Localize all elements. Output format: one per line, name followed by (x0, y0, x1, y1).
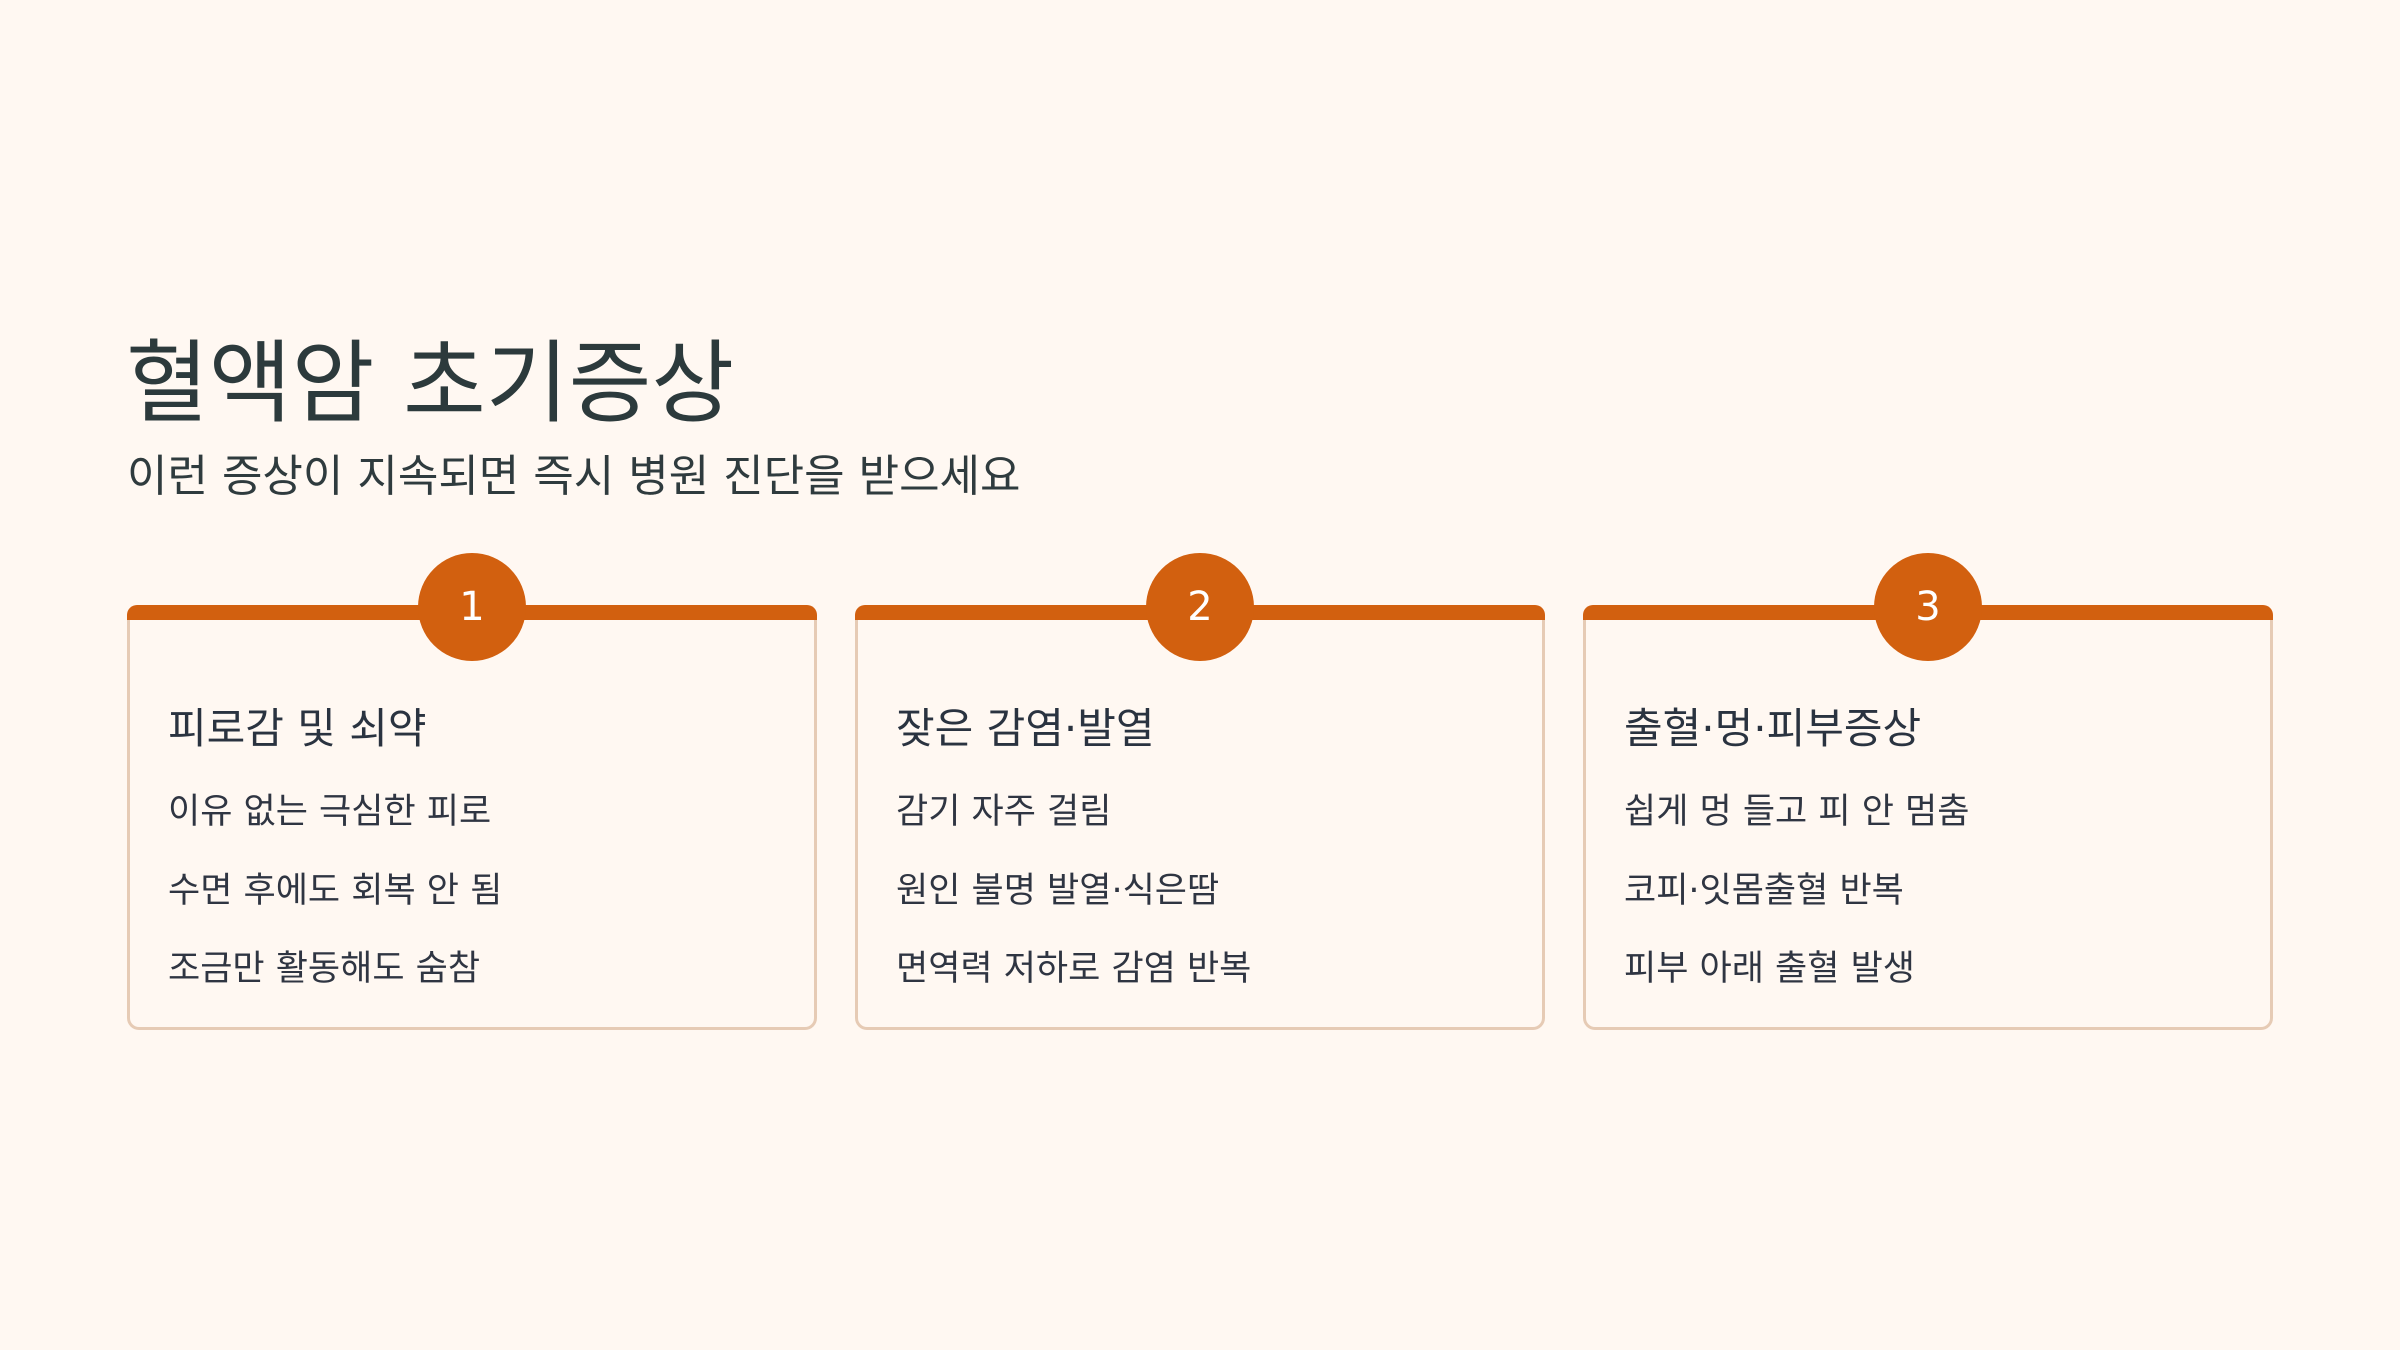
symptom-card-2: 2 잦은 감염·발열 감기 자주 걸림 원인 불명 발열·식은땀 면역력 저하로… (855, 553, 1545, 1030)
list-item: 쉽게 멍 들고 피 안 멈춤 (1624, 792, 1970, 832)
list-item: 감기 자주 걸림 (896, 792, 1112, 832)
list-item: 피부 아래 출혈 발생 (1624, 949, 1915, 989)
list-item: 수면 후에도 회복 안 됨 (168, 871, 503, 911)
list-item: 조금만 활동해도 숨참 (168, 949, 481, 989)
number-badge: 3 (1874, 553, 1982, 661)
list-item: 코피·잇몸출혈 반복 (1624, 871, 1904, 911)
card-heading: 잦은 감염·발열 (896, 704, 1155, 753)
number-badge: 2 (1146, 553, 1254, 661)
page-title: 혈액암 초기증상 (126, 331, 735, 436)
list-item: 이유 없는 극심한 피로 (168, 792, 492, 832)
card-heading: 피로감 및 쇠약 (168, 704, 427, 753)
list-item: 원인 불명 발열·식은땀 (896, 871, 1220, 911)
card-heading: 출혈·멍·피부증상 (1624, 704, 1922, 753)
list-item: 면역력 저하로 감염 반복 (896, 949, 1252, 989)
number-badge: 1 (418, 553, 526, 661)
page-subtitle: 이런 증상이 지속되면 즉시 병원 진단을 받으세요 (127, 451, 1021, 502)
symptom-card-3: 3 출혈·멍·피부증상 쉽게 멍 들고 피 안 멈춤 코피·잇몸출혈 반복 피부… (1583, 553, 2273, 1030)
symptom-card-1: 1 피로감 및 쇠약 이유 없는 극심한 피로 수면 후에도 회복 안 됨 조금… (127, 553, 817, 1030)
